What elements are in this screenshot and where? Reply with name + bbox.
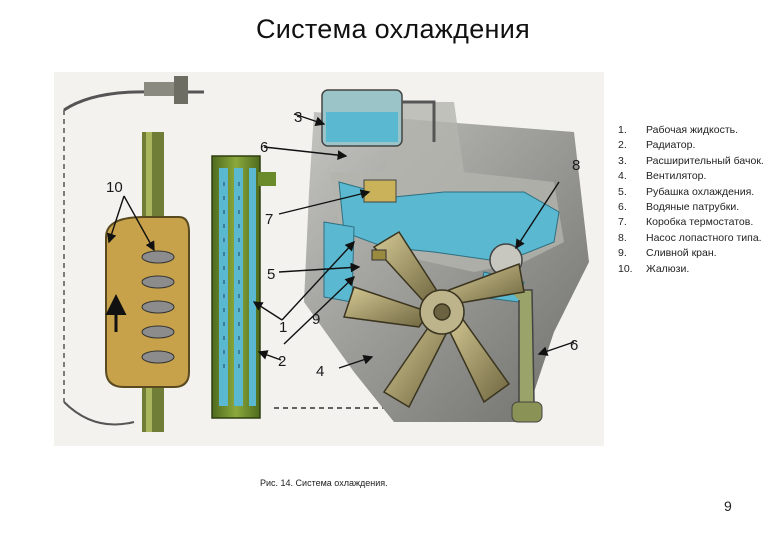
legend-item: 2.Радиатор. (618, 139, 696, 152)
label-9: 9 (312, 311, 320, 328)
label-3: 3 (294, 109, 302, 126)
legend-item: 8.Насос лопастного типа. (618, 231, 762, 244)
legend-item: 9.Сливной кран. (618, 247, 717, 260)
figure-caption: Рис. 14. Система охлаждения. (260, 478, 388, 488)
legend-item: 3.Расширительный бачок. (618, 154, 764, 167)
drain-cock (371, 249, 387, 261)
legend-list: 1.Рабочая жидкость. 2.Радиатор. 3.Расшир… (618, 123, 778, 277)
slide-title: Система охлаждения (255, 14, 531, 44)
thermostat-box (363, 179, 397, 203)
label-5: 5 (267, 266, 275, 283)
label-10: 10 (106, 179, 123, 196)
fan (343, 230, 525, 409)
legend-item: 4.Вентилятор. (618, 170, 707, 183)
legend-item: 1.Рабочая жидкость. (618, 124, 739, 136)
label-6-right: 6 (570, 337, 578, 354)
cooling-system-diagram: 1 2 3 4 5 6 6 7 8 9 10 (54, 72, 604, 446)
label-1: 1 (279, 319, 287, 336)
label-4: 4 (316, 363, 324, 380)
page-number: 9 (724, 498, 732, 514)
blinds-detail-panel (105, 216, 190, 388)
legend-item: 7.Коробка термостатов. (618, 216, 754, 229)
label-7: 7 (265, 211, 273, 228)
label-6-left: 6 (260, 139, 268, 156)
legend-item: 10.Жалюзи. (618, 262, 690, 275)
label-8: 8 (572, 157, 580, 174)
water-pipe-right (509, 289, 543, 423)
legend-item: 6.Водяные патрубки. (618, 201, 740, 214)
label-2: 2 (278, 353, 286, 370)
radiator (211, 155, 276, 419)
legend-item: 5.Рубашка охлаждения. (618, 185, 755, 198)
louvre-control-rod (63, 76, 204, 426)
